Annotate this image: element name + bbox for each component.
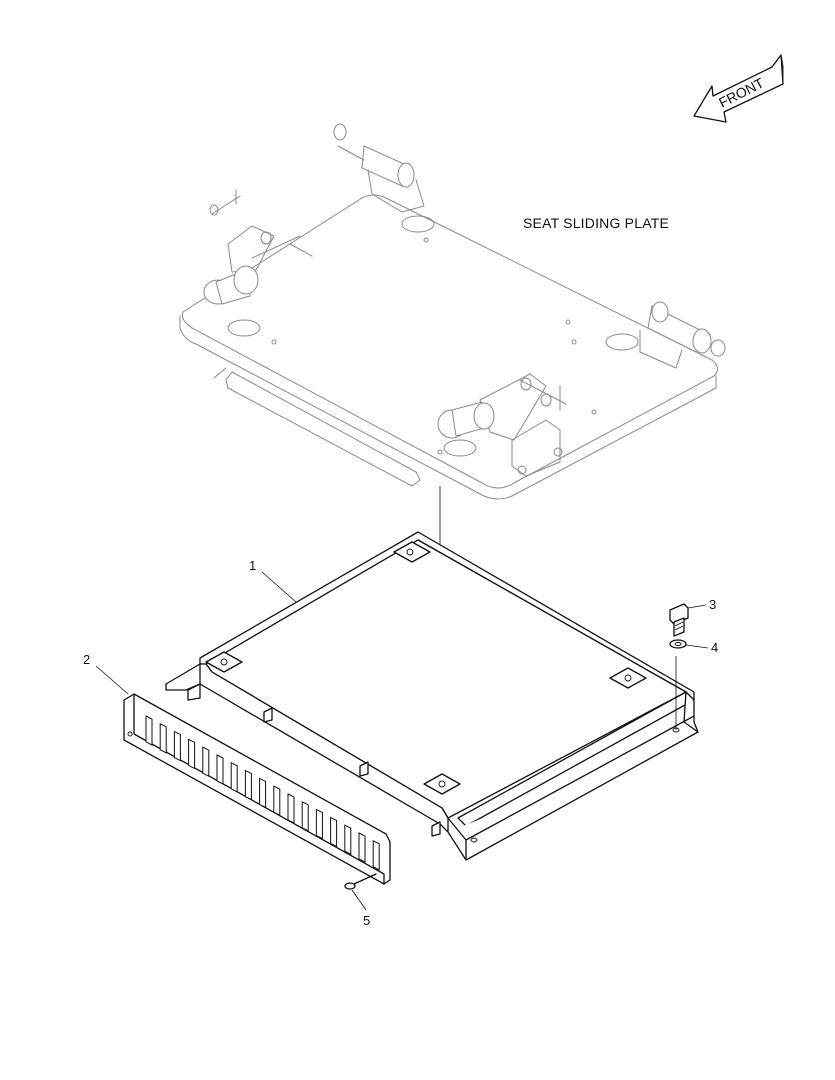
callout-5: 5 xyxy=(351,889,370,928)
louver-slot xyxy=(145,715,153,746)
callout-4-label: 4 xyxy=(711,640,718,655)
louver-slots xyxy=(145,715,380,871)
callout-4: 4 xyxy=(685,640,718,655)
louver-slot xyxy=(244,769,252,801)
louver-slot xyxy=(230,761,238,793)
callout-1: 1 xyxy=(249,558,297,603)
louver-slot xyxy=(188,738,196,770)
callout-2-label: 2 xyxy=(83,652,90,667)
louver-slot xyxy=(344,824,352,856)
seat-sliding-plate: SEAT SLIDING PLATE xyxy=(179,123,726,500)
callout-1-label: 1 xyxy=(249,558,256,573)
front-arrow: FRONT xyxy=(693,54,784,123)
callout-2: 2 xyxy=(83,652,129,695)
callout-3-label: 3 xyxy=(709,597,716,612)
louver-slot xyxy=(202,746,210,778)
louver-slot xyxy=(287,793,295,824)
louver-panel xyxy=(123,693,391,885)
louver-slot xyxy=(330,816,338,848)
louver-slot xyxy=(315,808,323,840)
callout-5-label: 5 xyxy=(363,913,370,928)
cover-plate xyxy=(165,531,699,861)
louver-slot xyxy=(273,785,281,817)
louver-slot xyxy=(259,777,267,809)
louver-slot xyxy=(173,730,181,762)
callout-3: 3 xyxy=(687,597,716,612)
louver-slot xyxy=(372,839,380,871)
washer xyxy=(669,639,687,649)
seat-sliding-plate-label: SEAT SLIDING PLATE xyxy=(523,215,669,231)
screw xyxy=(344,656,677,890)
louver-slot xyxy=(159,722,167,754)
bolt xyxy=(669,603,689,637)
louver-slot xyxy=(301,800,309,832)
louver-slot xyxy=(358,832,366,863)
louver-slot xyxy=(216,754,224,785)
